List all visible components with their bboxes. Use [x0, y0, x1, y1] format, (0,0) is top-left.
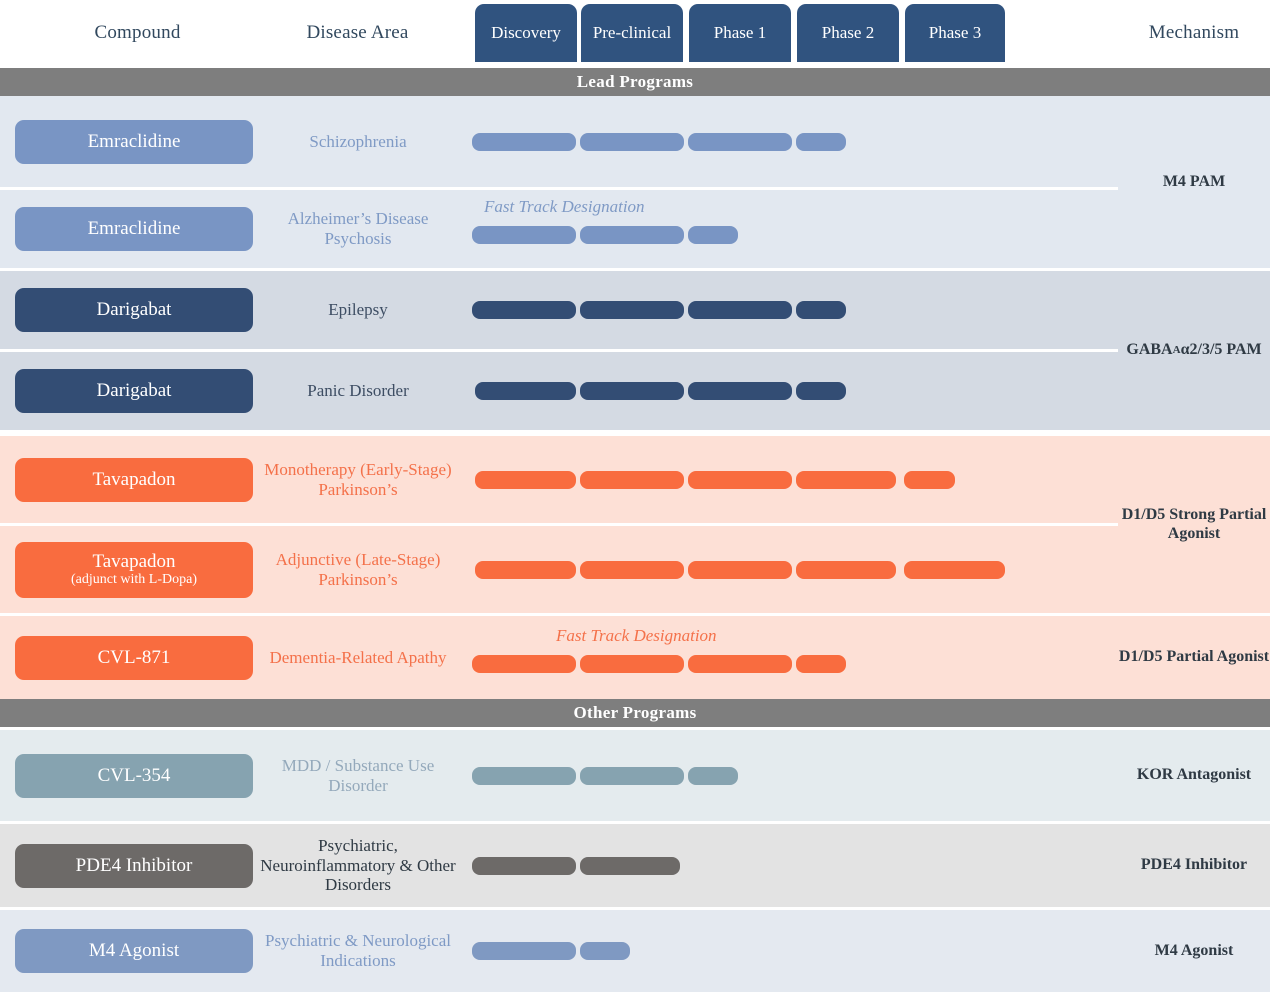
compound-pill[interactable]: Emraclidine: [15, 207, 253, 251]
progress-segment: [688, 654, 792, 673]
mechanism-label: D1/D5 Partial Agonist: [1118, 616, 1270, 699]
program-row[interactable]: Tavapadon(adjunct with L-Dopa) Adjunctive…: [0, 526, 1270, 613]
program-row[interactable]: Tavapadon Monotherapy (Early-Stage) Parki…: [0, 436, 1270, 523]
compound-pill[interactable]: Darigabat: [15, 369, 253, 413]
phase-tab-phase-2[interactable]: Phase 2: [797, 4, 899, 62]
mechanism-label: KOR Antagonist: [1118, 730, 1270, 821]
disease-area-label: Schizophrenia: [309, 131, 407, 151]
progress-segment: [472, 301, 576, 319]
progress-segment: [472, 856, 576, 875]
mechanism-label: D1/D5 Strong Partial Agonist: [1118, 436, 1270, 613]
compound-name: Darigabat: [96, 380, 172, 402]
progress-segment: [796, 132, 846, 151]
progress-segment: [688, 132, 792, 151]
program-row[interactable]: Emraclidine Alzheimer’s Disease Psychosis…: [0, 190, 1270, 268]
progress-segment: [688, 560, 792, 579]
program-row[interactable]: M4 Agonist Psychiatric & Neurological Ind…: [0, 910, 1270, 992]
fast-track-designation-label: Fast Track Designation: [484, 197, 645, 216]
progress-segment: [580, 470, 684, 489]
disease-area-label: Dementia-Related Apathy: [269, 647, 447, 667]
progress-segment: [904, 470, 955, 489]
mechanism-label: PDE4 Inhibitor: [1118, 824, 1270, 907]
disease-area-label: Panic Disorder: [307, 381, 409, 401]
phase-tab-phase-1[interactable]: Phase 1: [689, 4, 791, 62]
mechanism-label: M4 Agonist: [1118, 910, 1270, 992]
compound-pill[interactable]: CVL-354: [15, 753, 253, 798]
compound-pill[interactable]: Tavapadon: [15, 457, 253, 502]
phase-tab-phase-3[interactable]: Phase 3: [905, 4, 1005, 62]
progress-segment: [580, 226, 684, 244]
phase-tab-discovery[interactable]: Discovery: [475, 4, 577, 62]
progress-segment: [688, 470, 792, 489]
progress-segment: [580, 856, 680, 875]
fast-track-designation-label: Fast Track Designation: [556, 625, 717, 645]
column-header-compound: Compound: [94, 22, 181, 43]
progress-segment: [472, 226, 576, 244]
compound-name: Emraclidine: [87, 218, 181, 240]
progress-segment: [475, 470, 576, 489]
progress-segment: [580, 560, 684, 579]
compound-pill[interactable]: Darigabat: [15, 288, 253, 332]
program-row[interactable]: CVL-354 MDD / Substance Use Disorder: [0, 730, 1270, 821]
section-band-lead-programs: Lead Programs: [0, 68, 1270, 96]
compound-subtitle: (adjunct with L-Dopa): [71, 572, 197, 588]
compound-name: CVL-871: [97, 646, 171, 668]
progress-segment: [796, 560, 896, 579]
progress-segment: [580, 942, 630, 960]
compound-pill[interactable]: CVL-871: [15, 635, 253, 680]
disease-area-label: Psychiatric & Neurological Indications: [264, 931, 451, 970]
column-header-row: Compound Disease Area Mechanism Discover…: [0, 0, 1270, 66]
compound-name: CVL-354: [97, 764, 171, 786]
disease-area-label: Monotherapy (Early-Stage) Parkinson’s: [264, 459, 452, 499]
progress-segment: [580, 301, 684, 319]
progress-segment: [475, 382, 576, 400]
compound-pill[interactable]: Tavapadon(adjunct with L-Dopa): [15, 541, 253, 598]
progress-segment: [688, 382, 792, 400]
progress-segment: [580, 654, 684, 673]
compound-pill[interactable]: M4 Agonist: [15, 929, 253, 973]
disease-area-label: Adjunctive (Late-Stage) Parkinson’s: [275, 549, 441, 589]
progress-segment: [580, 766, 684, 785]
column-header-disease-area: Disease Area: [306, 22, 409, 43]
progress-segment: [796, 382, 846, 400]
progress-segment: [904, 560, 1005, 579]
mechanism-label: M4 PAM: [1118, 96, 1270, 268]
program-row[interactable]: Emraclidine Schizophrenia: [0, 96, 1270, 187]
compound-name: Tavapadon: [92, 551, 176, 573]
column-header-mechanism: Mechanism: [1148, 22, 1240, 43]
program-row[interactable]: Darigabat Epilepsy: [0, 271, 1270, 349]
section-band-other-programs: Other Programs: [0, 699, 1270, 727]
compound-name: M4 Agonist: [88, 940, 180, 962]
phase-tab-pre-clinical[interactable]: Pre-clinical: [581, 4, 683, 62]
disease-area-label: MDD / Substance Use Disorder: [281, 755, 435, 795]
progress-segment: [472, 654, 576, 673]
progress-segment: [472, 766, 576, 785]
compound-pill[interactable]: PDE4 Inhibitor: [15, 843, 253, 888]
progress-segment: [472, 132, 576, 151]
compound-name: Emraclidine: [87, 130, 181, 152]
program-row[interactable]: CVL-871 Dementia-Related Apathy Fast Track…: [0, 616, 1270, 699]
compound-pill[interactable]: Emraclidine: [15, 119, 253, 164]
program-row[interactable]: Darigabat Panic Disorder: [0, 352, 1270, 430]
disease-area-label: Alzheimer’s Disease Psychosis: [287, 209, 429, 248]
disease-area-label: Epilepsy: [328, 300, 388, 320]
progress-segment: [580, 132, 684, 151]
compound-name: Tavapadon: [92, 468, 176, 490]
progress-segment: [580, 382, 684, 400]
progress-segment: [796, 301, 846, 319]
progress-segment: [688, 226, 738, 244]
compound-name: PDE4 Inhibitor: [75, 854, 193, 876]
progress-segment: [475, 560, 576, 579]
program-row[interactable]: PDE4 Inhibitor Psychiatric, Neuroinflamma…: [0, 824, 1270, 907]
progress-segment: [688, 766, 738, 785]
progress-segment: [688, 301, 792, 319]
progress-segment: [796, 470, 896, 489]
compound-name: Darigabat: [96, 299, 172, 321]
progress-segment: [796, 654, 846, 673]
disease-area-label: Psychiatric, Neuroinflammatory & Other D…: [260, 835, 456, 895]
progress-segment: [472, 942, 576, 960]
